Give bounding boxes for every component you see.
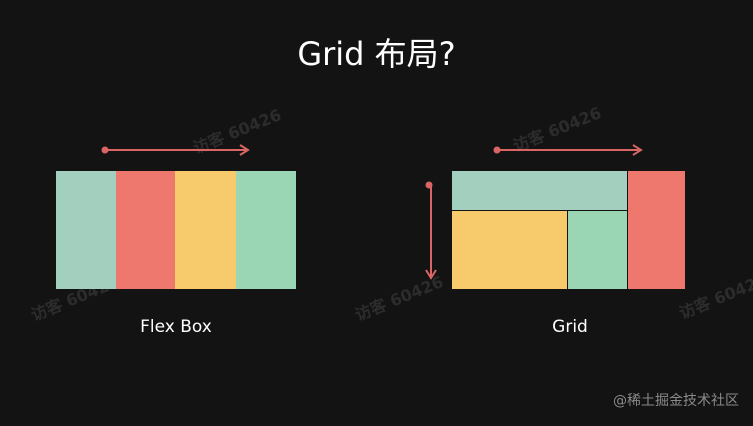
- grid-item-green: [568, 211, 627, 289]
- flex-item-green: [236, 171, 296, 289]
- grid-item-yellow: [452, 211, 567, 289]
- grid-label: Grid: [552, 317, 588, 337]
- grid-vertical-arrow: [425, 181, 437, 280]
- grid-item-red: [628, 171, 685, 289]
- flex-horizontal-arrow: [101, 144, 250, 156]
- flex-item-yellow: [175, 171, 236, 289]
- grid-item-teal: [452, 171, 627, 210]
- flexbox-label: Flex Box: [140, 317, 212, 337]
- flex-item-red: [116, 171, 175, 289]
- grid-horizontal-arrow: [493, 144, 643, 156]
- page-title: Grid 布局?: [297, 35, 456, 73]
- flex-item-teal: [56, 171, 116, 289]
- credit-text: @稀土掘金技术社区: [613, 393, 739, 409]
